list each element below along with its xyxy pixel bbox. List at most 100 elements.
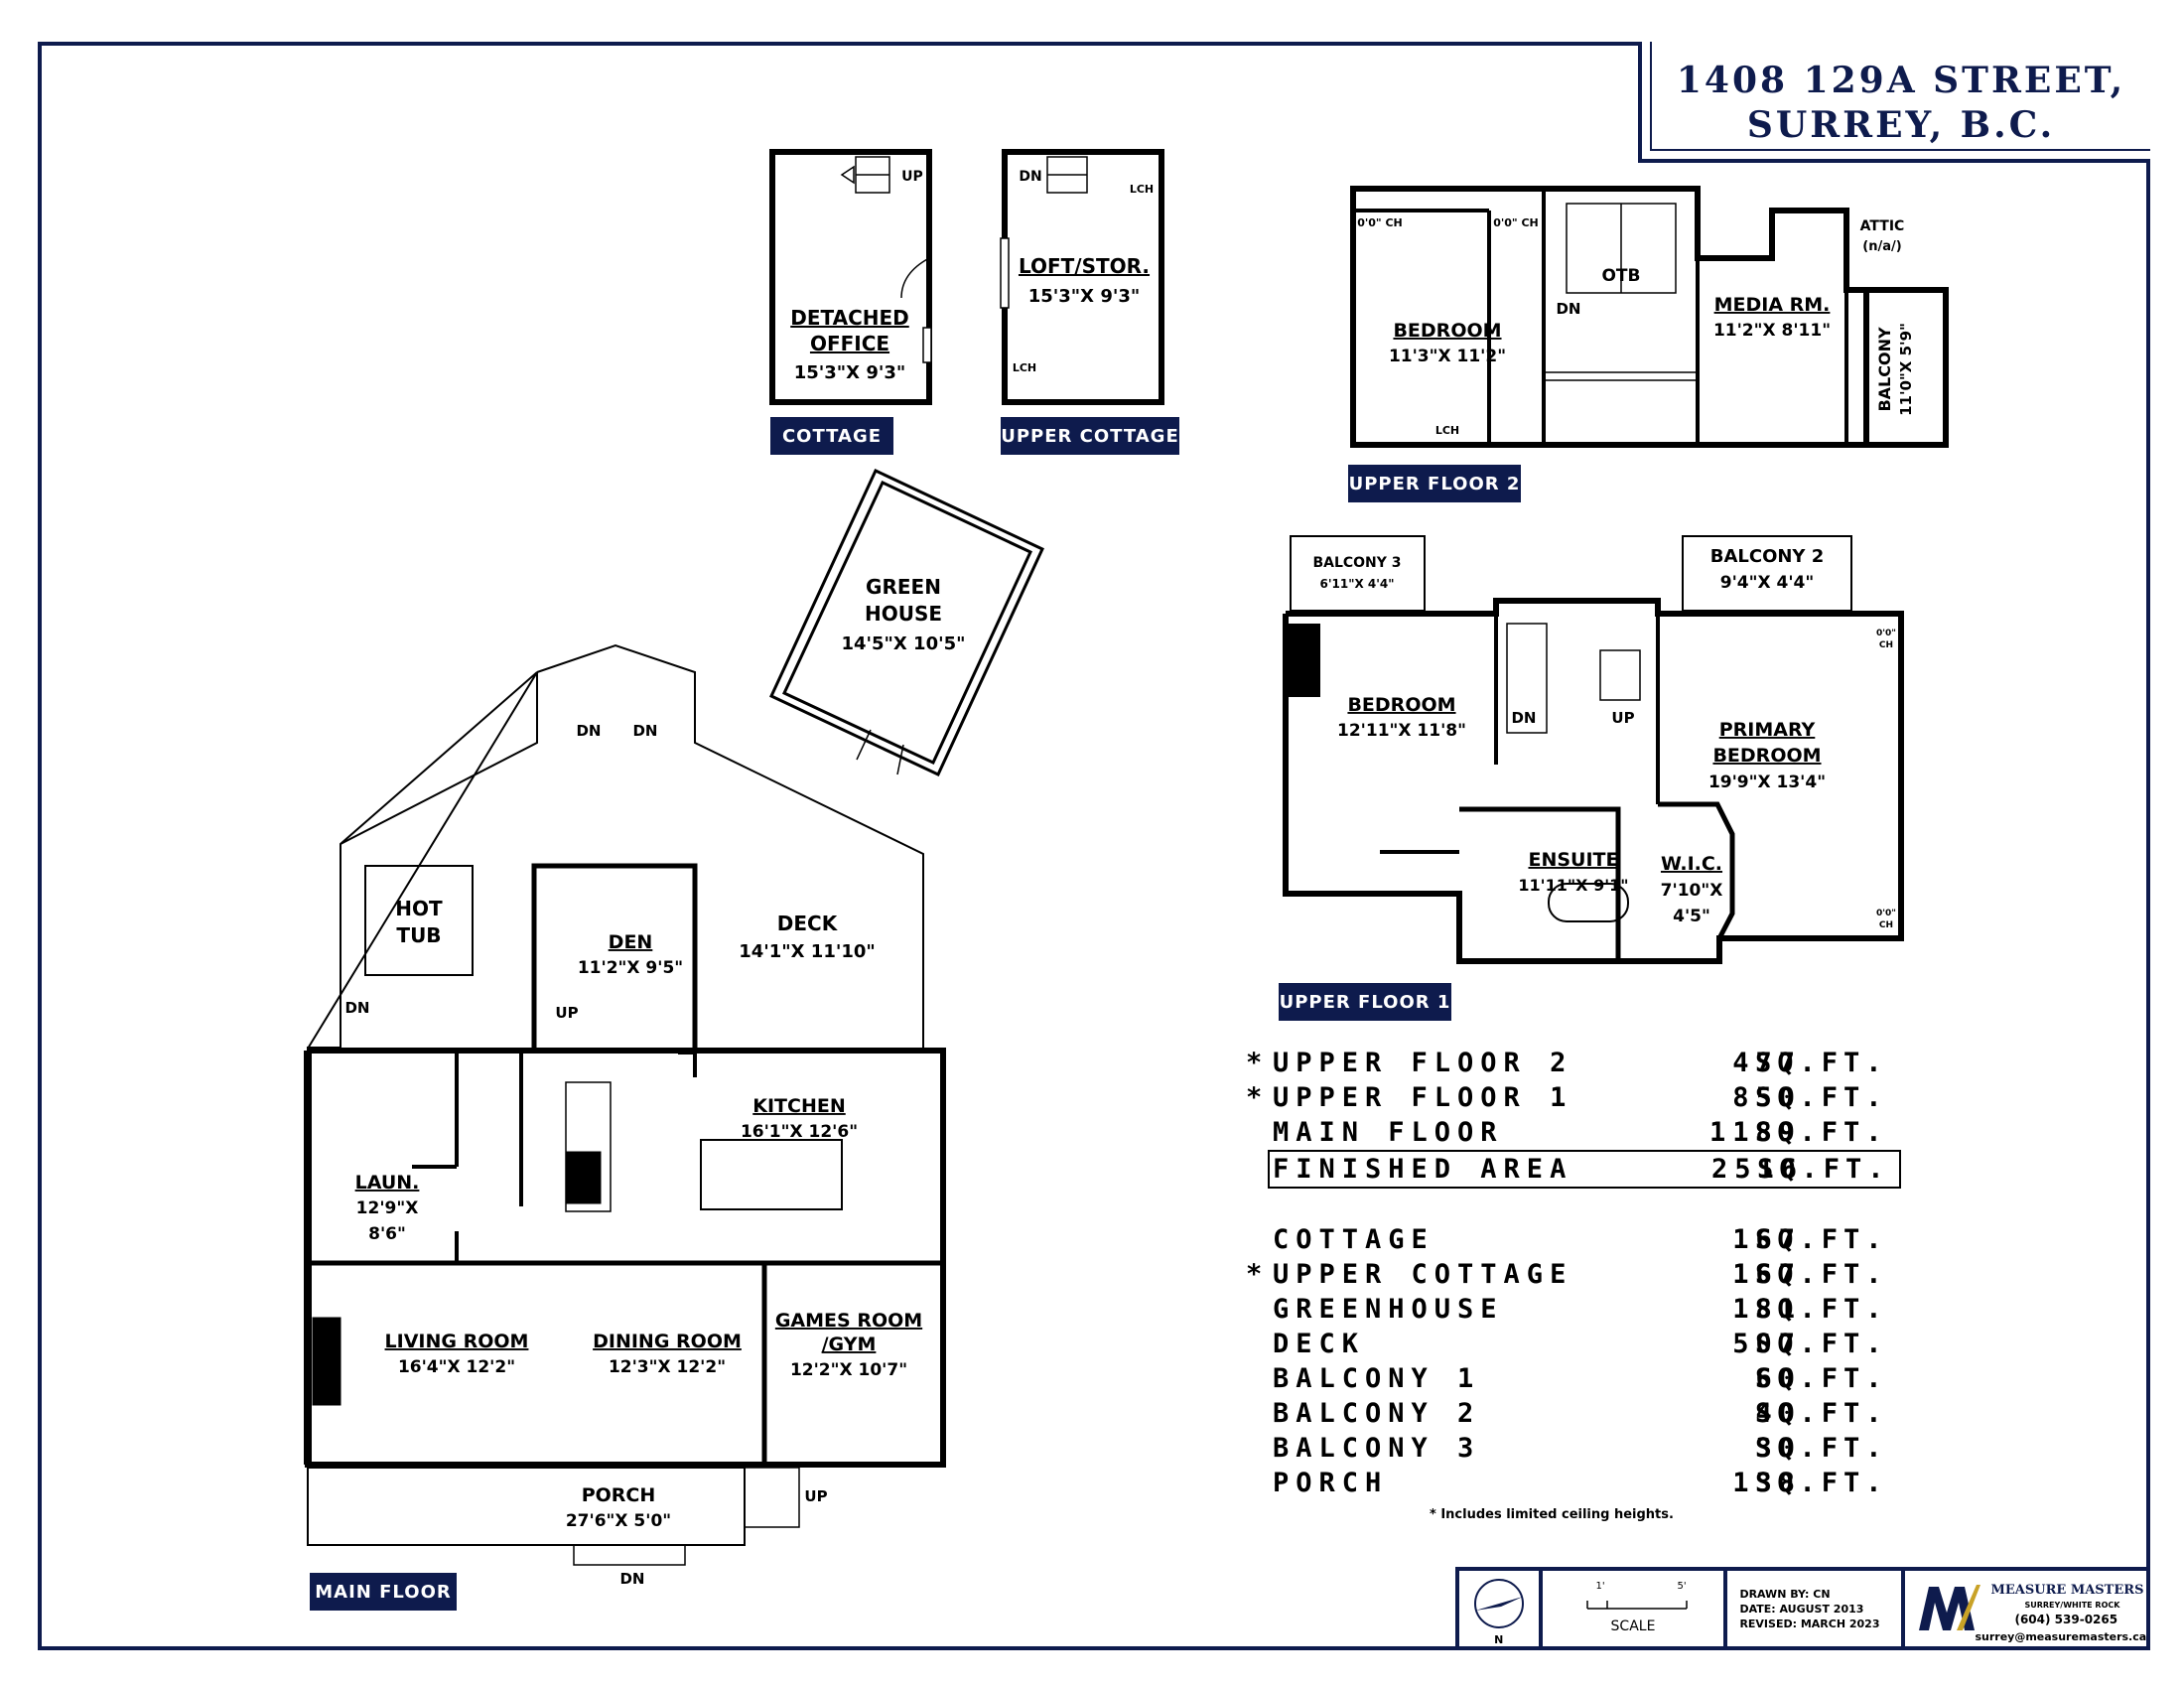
upper-cottage-lch-1: LCH [1130,183,1154,196]
uf1-balcony3-name: BALCONY 3 [1312,555,1401,571]
uf2-lch: LCH [1435,424,1459,437]
uf2-ch-1: 0'0" CH [1357,216,1403,229]
uf2-balcony-name: BALCONY [1875,327,1894,412]
company-name: MEASURE MASTERS [1990,1583,2144,1598]
uf1-primary-name-1: PRIMARY [1719,719,1816,741]
compass-icon [1474,1579,1524,1628]
main-floor-label: MAIN FLOOR [310,1573,457,1611]
mf-laun-name: LAUN. [355,1172,420,1194]
upper-floor-1-plan [1283,535,1904,964]
uf2-bedroom-dims: 11'3"X 11'2" [1389,347,1506,366]
uf1-bedroom-dims: 12'11"X 11'8" [1337,721,1466,741]
mf-dn-3: DN [344,999,369,1017]
scale-bar-icon [1585,1601,1688,1610]
uf1-ensuite-dims: 11'11"X 9'1" [1518,876,1628,895]
mf-hot-tub-1: HOT [395,897,443,920]
area-row: DECK 507 SQ.FT. [1273,1329,1888,1359]
upper-cottage-lch-2: LCH [1013,361,1036,374]
mf-kitchen-dims: 16'1"X 12'6" [741,1122,858,1142]
greenhouse-plan [769,469,1044,776]
area-row: BALCONY 2 40 SQ.FT. [1273,1398,1888,1429]
mf-dn-2: DN [632,722,657,740]
mf-hot-tub-2: TUB [396,923,441,947]
mf-dining-dims: 12'3"X 12'2" [609,1357,726,1377]
north-label: N [1494,1633,1504,1646]
uf2-ch-2: 0'0" CH [1493,216,1539,229]
mf-up-2: UP [804,1487,827,1505]
mf-dn-4: DN [619,1570,644,1588]
scale-label: SCALE [1610,1618,1656,1634]
mf-den-dims: 11'2"X 9'5" [578,958,683,978]
mf-games-name-2: /GYM [822,1334,877,1355]
upper-cottage-dn: DN [1019,169,1041,185]
area-row: BALCONY 1 60 SQ.FT. [1273,1363,1888,1394]
mf-porch-name: PORCH [582,1484,656,1506]
upper-cottage-plan [1000,149,1164,405]
scale-cell: 1' 5' SCALE [1543,1571,1728,1650]
uf2-media-name: MEDIA RM. [1714,294,1831,316]
drawn-by: DRAWN BY: CN [1739,1588,1831,1601]
area-row: PORCH 138 SQ.FT. [1273,1468,1888,1498]
mf-games-dims: 12'2"X 10'7" [790,1360,907,1380]
cottage-plan [769,149,932,405]
mf-dn-1: DN [576,722,601,740]
uf1-primary-name-2: BEDROOM [1712,745,1821,767]
area-row: * UPPER COTTAGE 167 SQ.FT. [1246,1259,1888,1290]
mf-kitchen-name: KITCHEN [752,1095,845,1117]
loft-dims: 15'3"X 9'3" [1028,286,1141,307]
area-footnote: * Includes limited ceiling heights. [1430,1507,1674,1522]
address-line-1: 1408 129A STREET, [1676,60,2126,101]
address-title-box: 1408 129A STREET, SURREY, B.C. [1638,42,2150,163]
area-row: * UPPER FLOOR 1 850 SQ.FT. [1246,1082,1888,1113]
main-floor-plan [304,643,946,1566]
office-name-2: OFFICE [810,332,889,355]
revised-date: REVISED: MARCH 2023 [1739,1618,1880,1630]
uf1-ch-bottom-2: CH [1879,920,1893,930]
mf-living-name: LIVING ROOM [385,1331,529,1352]
mf-games-name-1: GAMES ROOM [775,1310,922,1332]
mf-living-dims: 16'4"X 12'2" [398,1357,515,1377]
greenhouse-name-1: GREEN [866,575,941,599]
drawn-date: DATE: AUGUST 2013 [1739,1603,1864,1616]
uf1-balcony3-dims: 6'11"X 4'4" [1319,577,1394,591]
upper-floor-2-plan [1350,186,1949,448]
uf1-ch-top: 0'0" [1876,629,1896,638]
uf1-ch-bottom: 0'0" [1876,909,1896,918]
uf2-otb: OTB [1601,266,1640,286]
drawing-info-cell: DRAWN BY: CN DATE: AUGUST 2013 REVISED: … [1727,1571,1906,1650]
scale-right: 5' [1677,1581,1687,1592]
uf2-balcony-dims: 11'0"X 5'9" [1897,323,1915,416]
greenhouse-name-2: HOUSE [865,602,942,626]
uf1-up: UP [1611,709,1634,727]
uf1-dn: DN [1511,709,1536,727]
area-row: BALCONY 3 30 SQ.FT. [1273,1433,1888,1464]
finished-area-row: FINISHED AREA 2516 SQ.FT. [1268,1150,1901,1189]
uf1-wic-dims-2: 4'5" [1673,907,1710,926]
office-dims: 15'3"X 9'3" [794,362,906,383]
uf1-bedroom-name: BEDROOM [1347,694,1455,716]
area-row: COTTAGE 167 SQ.FT. [1273,1224,1888,1255]
company-logo: MM [1917,1581,1981,1636]
upper-floor-1-label: UPPER FLOOR 1 [1279,983,1451,1021]
address-line-2: SURREY, B.C. [1746,104,2056,146]
uf1-balcony2-name: BALCONY 2 [1710,546,1825,567]
area-row: MAIN FLOOR 1189 SQ.FT. [1273,1117,1888,1148]
company-sub: SURREY/WHITE ROCK [2024,1601,2120,1610]
uf1-primary-dims: 19'9"X 13'4" [1708,773,1826,792]
uf2-bedroom-name: BEDROOM [1393,320,1501,342]
mf-laun-dims-2: 8'6" [368,1224,406,1244]
mf-deck-name: DECK [777,912,839,935]
greenhouse-dims: 14'5"X 10'5" [841,633,965,654]
company-email: surrey@measuremasters.ca [1975,1630,2147,1643]
uf2-attic-1: ATTIC [1860,218,1905,234]
uf1-wic-name: W.I.C. [1661,853,1722,875]
page-border [38,42,2150,1650]
uf2-attic-2: (n/a/) [1862,239,1901,254]
mf-den-name: DEN [609,931,653,953]
cottage-floor-label: COTTAGE [770,417,893,455]
scale-left: 1' [1595,1581,1605,1592]
uf2-media-dims: 11'2"X 8'11" [1713,321,1831,341]
area-row: GREENHOUSE 181 SQ.FT. [1273,1294,1888,1325]
company-phone: (604) 539-0265 [2014,1613,2118,1626]
